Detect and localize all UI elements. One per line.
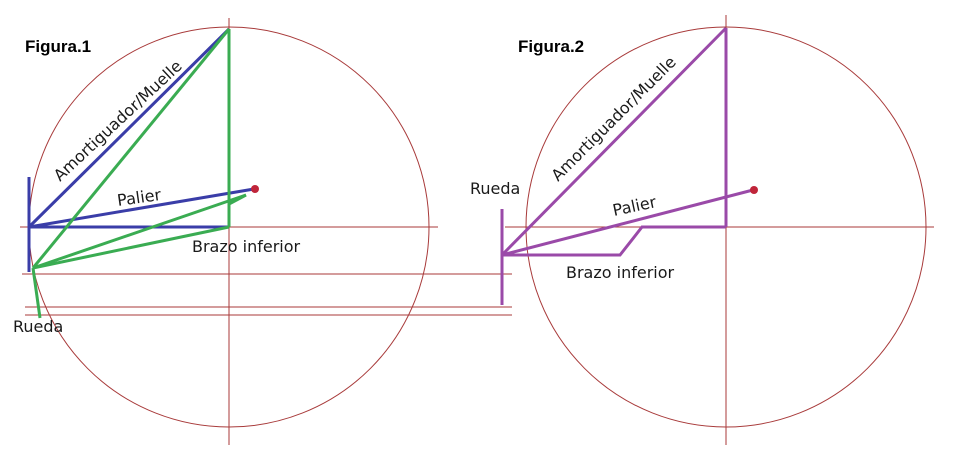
- figure-1-lower-arm-modified: [32, 225, 230, 270]
- figure-1-axle-link-modified: [228, 193, 247, 206]
- figure-2: Figura.2 Amortiguador/Muelle Palier Braz…: [470, 15, 934, 445]
- figure-1-shock-modified: [31, 28, 231, 269]
- figure-1-title: Figura.1: [25, 37, 91, 56]
- figure-2-shock-label: Amortiguador/Muelle: [547, 52, 679, 184]
- figure-2-title: Figura.2: [518, 37, 584, 56]
- figure-2-lower-arm: [502, 225, 726, 257]
- figure-2-pivot-point: [750, 186, 758, 194]
- figure-1-lower-arm-label: Brazo inferior: [192, 237, 301, 256]
- figure-2-lower-arm-label: Brazo inferior: [566, 263, 675, 282]
- figure-1-axle-original: [28, 187, 255, 229]
- figure-2-shock: [500, 26, 728, 257]
- figure-1: Figura.1 Amortiguador/Muelle Palier Braz…: [13, 18, 512, 445]
- figure-1-pivot-point: [251, 185, 259, 193]
- figure-1-wheel-modified: [31, 267, 42, 319]
- figure-1-wheel-label: Rueda: [13, 317, 63, 336]
- figure-2-wheel-label: Rueda: [470, 179, 520, 198]
- figure-1-shock-original: [27, 27, 231, 229]
- figure-2-axle: [501, 188, 754, 257]
- figure-1-axle-modified: [32, 193, 247, 270]
